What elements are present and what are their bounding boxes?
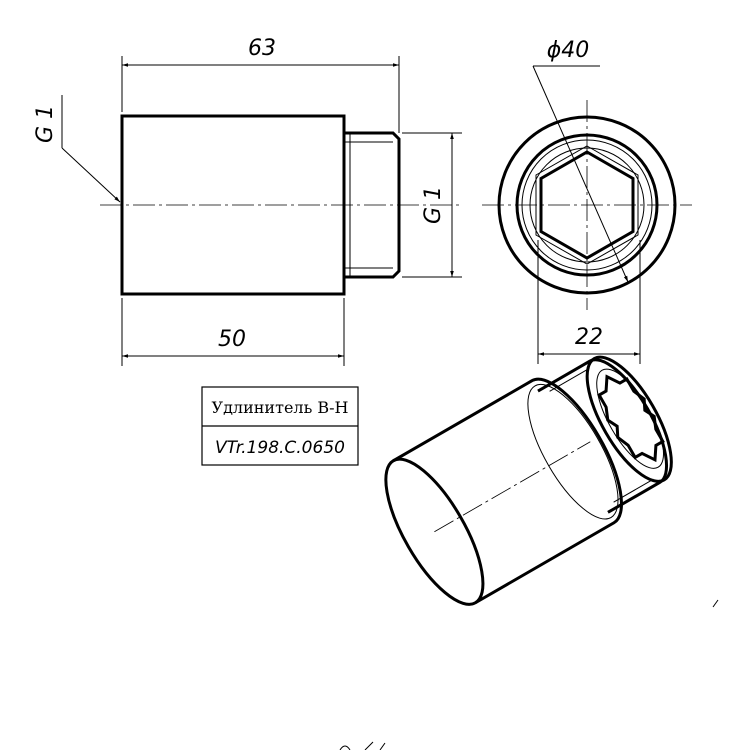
- dim-thread-right: G 1: [402, 132, 462, 278]
- iso-bore: [596, 368, 665, 469]
- dim-label-phi40: ϕ40: [547, 38, 590, 63]
- iso-hex-socket: [597, 374, 665, 463]
- title-block-code: VTr.198.C.0650: [215, 438, 345, 458]
- dim-label-63: 63: [248, 36, 276, 61]
- dim-body-length: 50: [121, 298, 345, 366]
- iso-shoulder: [527, 383, 619, 520]
- dim-label-g1-right: G 1: [421, 186, 446, 224]
- stray-mark: [712, 599, 719, 608]
- title-block-name: Удлинитель В-Н: [212, 398, 349, 417]
- isometric-view: [384, 355, 673, 606]
- end-view: [482, 100, 692, 310]
- dim-label-50: 50: [218, 327, 246, 352]
- iso-body-back: [384, 457, 485, 606]
- dim-hex-size: 22: [537, 240, 641, 364]
- dim-thread-left: G 1: [33, 95, 121, 203]
- hex-chamfer: [535, 145, 639, 265]
- dim-overall-length: 63: [121, 36, 400, 133]
- cropped-text-marks: [339, 741, 386, 750]
- dim-label-22: 22: [575, 325, 603, 350]
- front-view: [100, 114, 462, 296]
- iso-body-side: [392, 377, 623, 605]
- iso-front-face: [585, 355, 673, 483]
- dim-label-g1-left: G 1: [33, 105, 58, 143]
- title-block: Удлинитель В-Н VTr.198.C.0650: [201, 386, 359, 466]
- dim-outer-diameter: ϕ40: [532, 38, 629, 283]
- iso-spigot-side: [537, 358, 669, 514]
